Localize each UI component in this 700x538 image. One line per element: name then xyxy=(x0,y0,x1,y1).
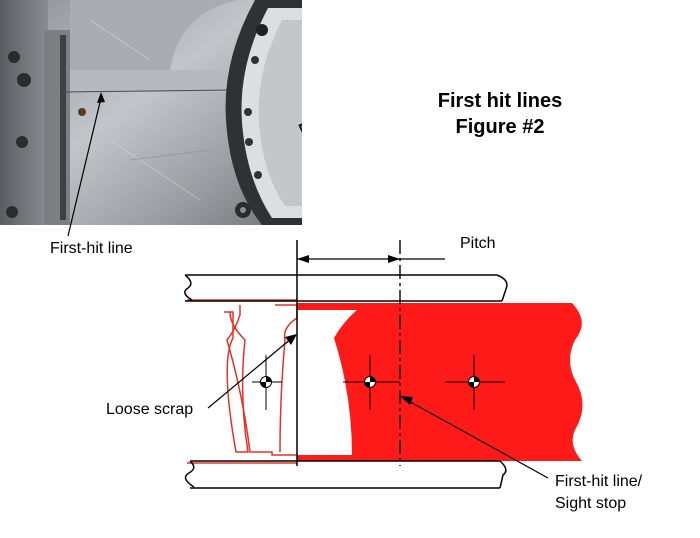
photo-leader-line xyxy=(67,97,102,237)
figure-title: First hit lines xyxy=(437,90,563,112)
sight-stop-label-line1: First-hit line/ xyxy=(555,473,643,490)
figure-number: Figure #2 xyxy=(455,116,545,138)
pilot-mark-1 xyxy=(252,355,282,410)
loose-scrap-label: Loose scrap xyxy=(106,401,194,418)
sight-stop-leader xyxy=(404,398,549,479)
previous-station-outline xyxy=(187,299,298,464)
pitch-label: Pitch xyxy=(460,235,496,252)
loose-scrap-leader xyxy=(207,337,293,409)
red-strip xyxy=(297,303,583,461)
photo-first-hit-label: First-hit line xyxy=(50,240,133,257)
pilot-mark-3 xyxy=(445,355,505,410)
pilot-mark-2 xyxy=(343,355,400,410)
die-photo: DONE xyxy=(0,0,302,225)
sight-stop-label-line2: Sight stop xyxy=(555,495,627,512)
strip-cutout xyxy=(297,310,357,455)
